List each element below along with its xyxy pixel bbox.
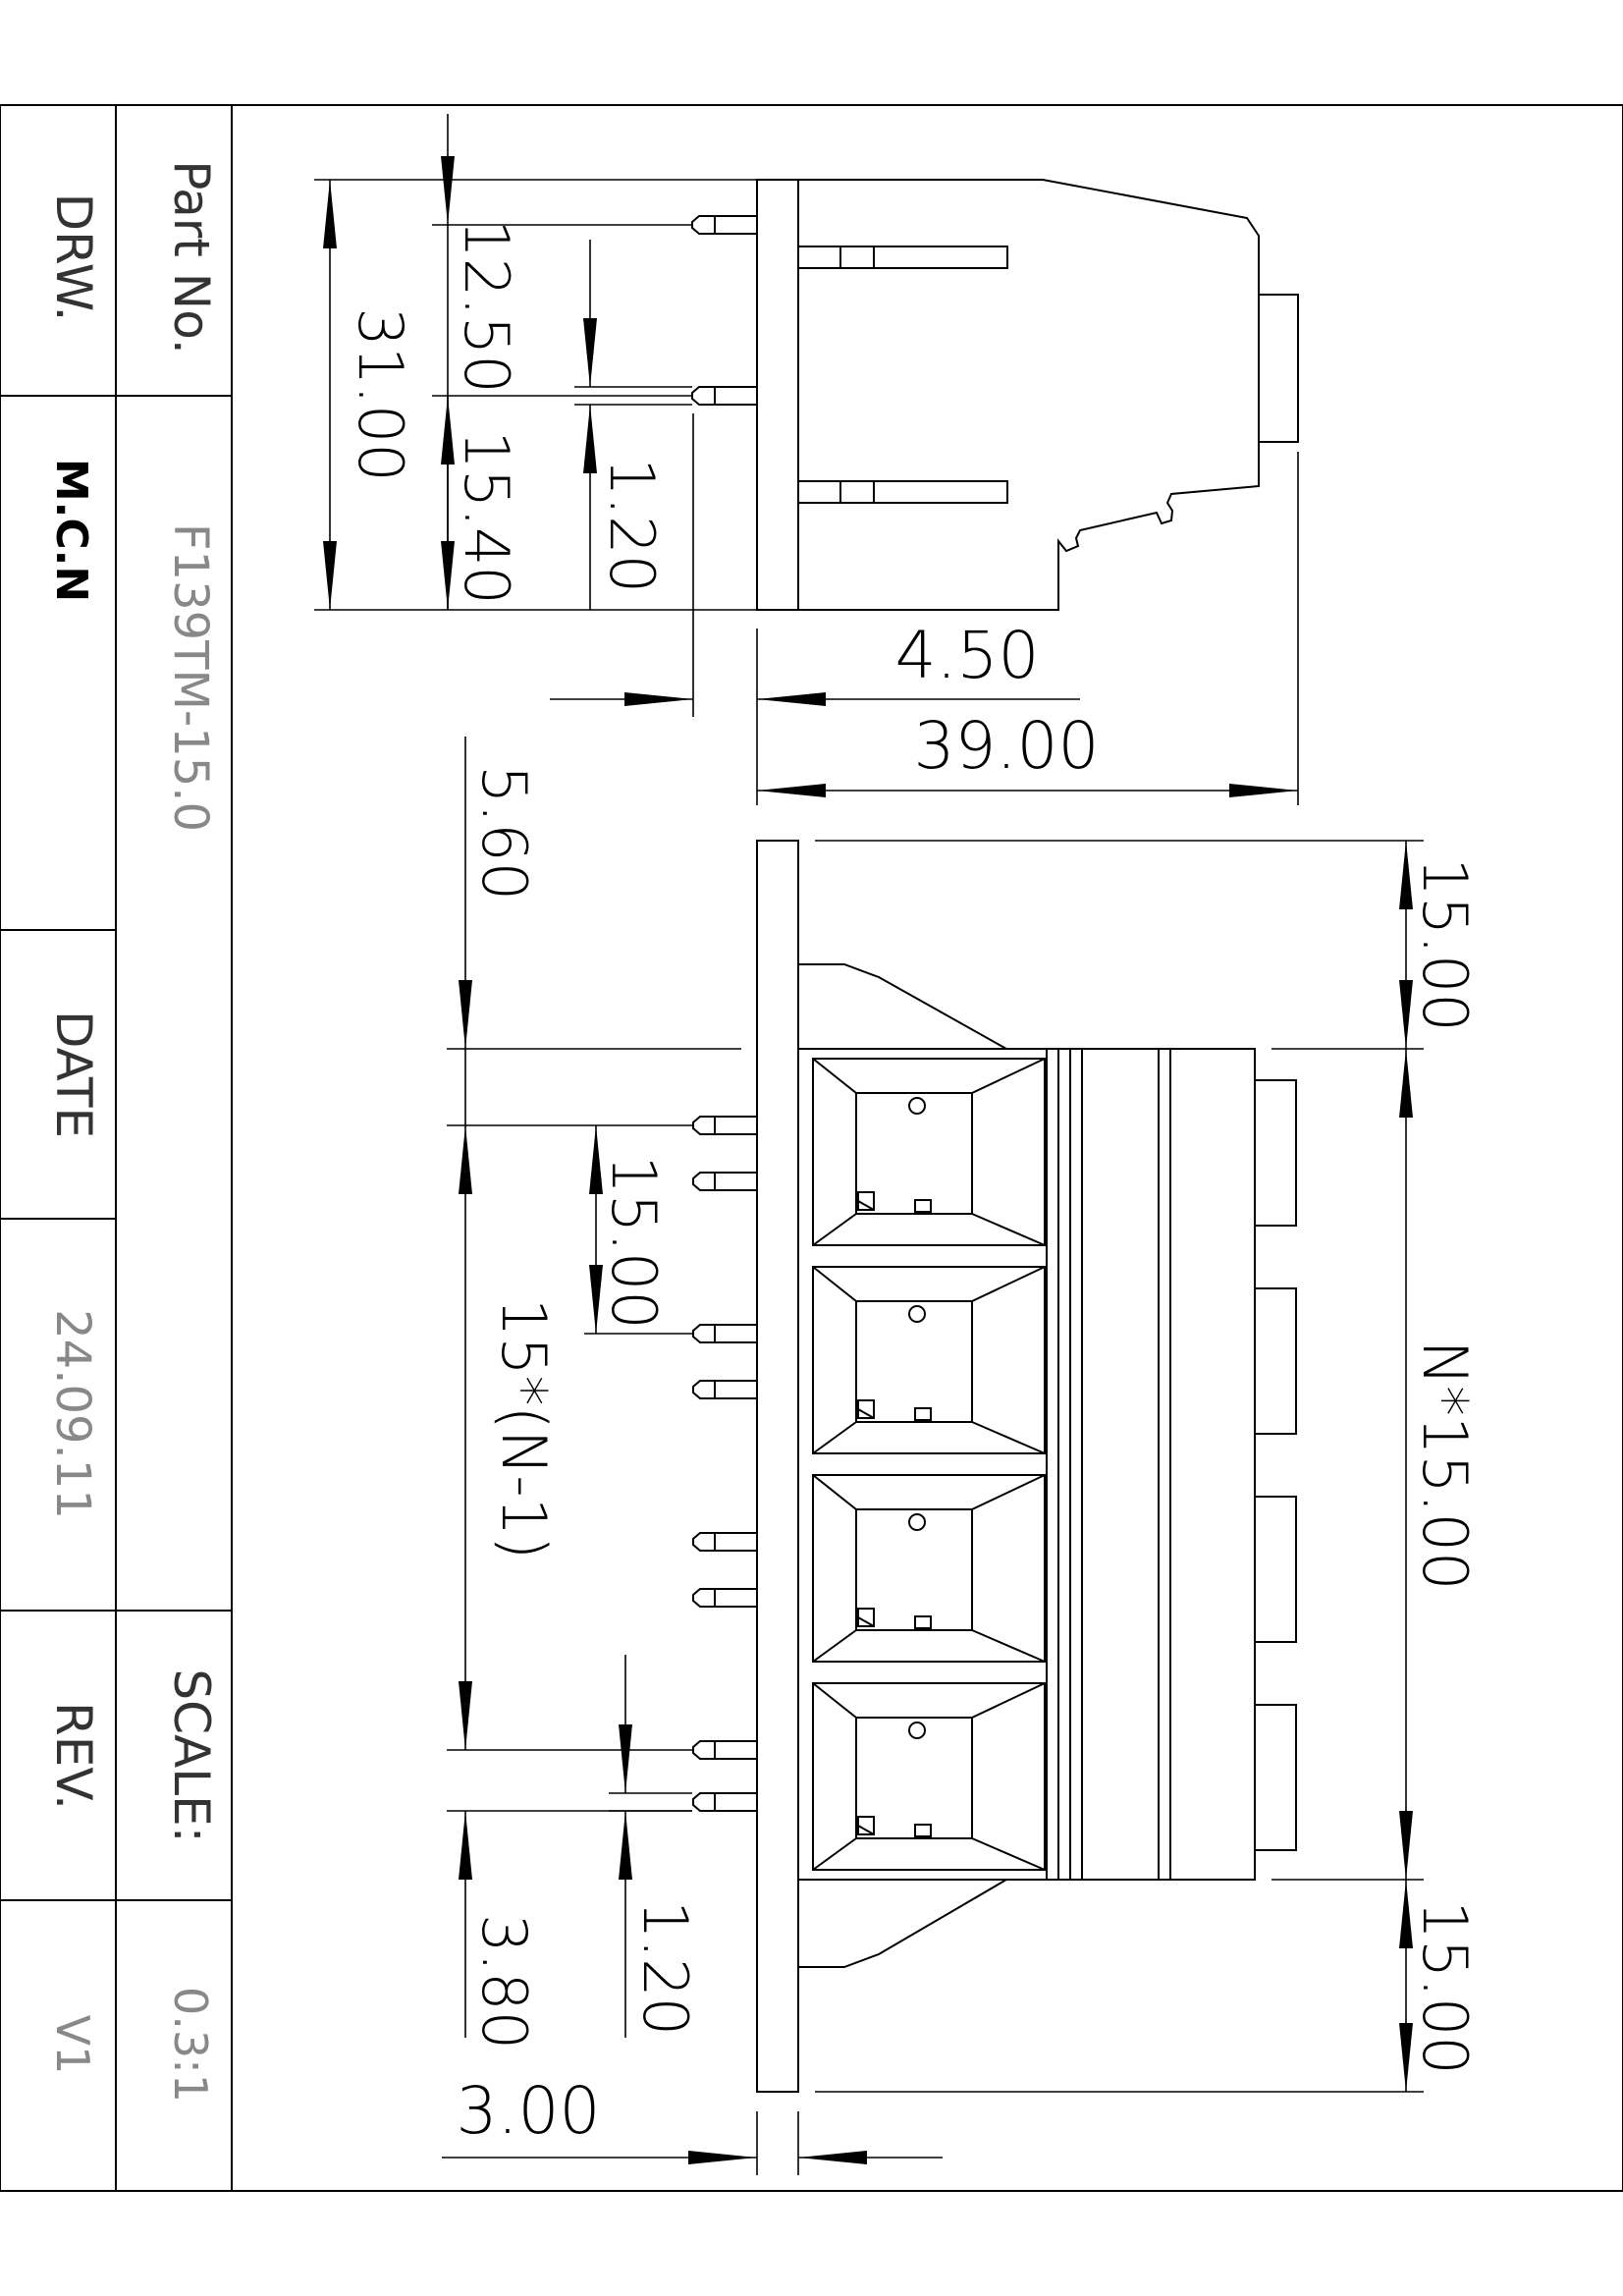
pin-outline <box>692 1380 757 1399</box>
solder-pin-8 <box>692 1792 757 1812</box>
pin-outline <box>692 1532 757 1552</box>
cavity-bevel <box>812 1837 857 1871</box>
clamp-marker <box>914 1615 932 1629</box>
frame <box>0 104 1623 2192</box>
clamp-marker <box>914 1824 932 1837</box>
cavity-inner <box>855 1508 973 1631</box>
dim-end-margin-top: 15.00 <box>1409 857 1481 1032</box>
cavity-outer <box>812 1266 1046 1454</box>
cavity-bevel <box>971 1474 1046 1510</box>
cavity-bevel <box>812 1213 857 1246</box>
solder-pin-6 <box>692 1588 757 1608</box>
cavity-bevel <box>812 1682 857 1719</box>
cavity-bevel <box>971 1629 1046 1663</box>
side-view-dimensions <box>314 114 1299 805</box>
clamp-marker <box>857 1816 875 1835</box>
cavity-inner <box>855 1300 973 1423</box>
front-view-cavities <box>812 1058 1046 1871</box>
dim-flange-to-pin: 4.50 <box>895 618 1040 693</box>
dim-lower-offset: 3.80 <box>468 1914 540 2050</box>
drw-label: DRW. <box>45 193 102 322</box>
terminal-cavity-1 <box>812 1058 1046 1246</box>
front-view <box>756 840 1297 2093</box>
part-no-label: Part No. <box>163 160 220 355</box>
pin-outline <box>692 1172 757 1191</box>
pin-outline <box>692 1740 757 1760</box>
rev-value: V1 <box>46 2015 99 2075</box>
solder-pin-5 <box>692 1532 757 1552</box>
drw-value: M.C.N <box>46 459 96 602</box>
side-view <box>691 179 1299 611</box>
solder-pin-2 <box>692 1172 757 1191</box>
rev-label: REV. <box>45 1702 102 1810</box>
solder-pin-7 <box>692 1740 757 1760</box>
clamp-marker <box>857 1608 875 1627</box>
dim-pin-dia: 1.20 <box>629 1900 701 2036</box>
scale-label: SCALE: <box>163 1668 220 1842</box>
dim-flange-thickness: 3.00 <box>457 2073 601 2149</box>
solder-pin-1 <box>692 1116 757 1135</box>
screw-hole <box>908 1722 926 1739</box>
dim-end-margin-bottom: 15.00 <box>1409 1900 1481 2075</box>
front-view-labels: 5.60 15*(N-1) 15.00 3.80 1.20 3.00 15.00… <box>457 765 1481 2149</box>
dim-pitch: 15.00 <box>598 1155 670 1330</box>
screw-hole <box>908 1305 926 1323</box>
cavity-outer <box>812 1058 1046 1246</box>
cavity-bevel <box>971 1213 1046 1246</box>
solder-pin-4 <box>692 1380 757 1399</box>
part-no-value: F139TM-15.0 <box>163 523 218 832</box>
cavity-bevel <box>812 1474 857 1510</box>
solder-pin-3 <box>692 1324 757 1343</box>
cavity-bevel <box>812 1629 857 1663</box>
dim-side-pin-offset: 12.50 <box>451 219 522 394</box>
screw-hole <box>908 1513 926 1531</box>
cavity-inner <box>855 1717 973 1839</box>
title-block: Part No. DRW. F139TM-15.0 M.C.N DATE 24.… <box>45 160 220 2103</box>
dim-side-pin-dia: 1.20 <box>596 458 668 593</box>
dim-total-length: N*15.00 <box>1409 1340 1481 1591</box>
front-view-dimensions <box>442 737 1424 2175</box>
terminal-cavity-2 <box>812 1266 1046 1454</box>
dim-overall-depth: 39.00 <box>914 708 1100 784</box>
cavity-bevel <box>812 1266 857 1302</box>
cavity-bevel <box>971 1837 1046 1871</box>
dim-top-offset: 5.60 <box>468 765 540 901</box>
terminal-cavity-3 <box>812 1474 1046 1663</box>
cavity-bevel <box>812 1058 857 1094</box>
dim-side-height: 31.00 <box>345 307 416 482</box>
cavity-inner <box>855 1092 973 1215</box>
cavity-bevel <box>971 1682 1046 1719</box>
front-view-pins <box>692 1116 757 1812</box>
clamp-marker <box>857 1399 875 1419</box>
clamp-marker-line <box>857 1616 875 1627</box>
side-view-labels: 31.00 12.50 15.40 1.20 4.50 39.00 <box>345 219 1099 784</box>
cavity-bevel <box>971 1421 1046 1454</box>
pin-outline <box>692 1324 757 1343</box>
scale-value: 0.3:1 <box>164 1987 217 2103</box>
dim-pitch-formula: 15*(N-1) <box>488 1298 560 1559</box>
date-value: 24.09.11 <box>45 1309 100 1519</box>
cavity-bevel <box>971 1266 1046 1302</box>
cavity-bevel <box>971 1058 1046 1094</box>
clamp-marker-line <box>857 1408 875 1419</box>
clamp-marker <box>914 1407 932 1421</box>
dim-side-lower: 15.40 <box>451 430 522 605</box>
clamp-marker-line <box>857 1200 875 1211</box>
clamp-marker-line <box>857 1825 875 1835</box>
clamp-marker <box>914 1199 932 1213</box>
clamp-marker <box>857 1191 875 1211</box>
cavity-outer <box>812 1474 1046 1663</box>
cavity-bevel <box>812 1421 857 1454</box>
screw-hole <box>908 1097 926 1115</box>
cavity-outer <box>812 1682 1046 1871</box>
pin-outline <box>692 1792 757 1812</box>
pin-outline <box>692 1116 757 1135</box>
date-label: DATE <box>45 1011 102 1138</box>
terminal-cavity-4 <box>812 1682 1046 1871</box>
pin-outline <box>692 1588 757 1608</box>
